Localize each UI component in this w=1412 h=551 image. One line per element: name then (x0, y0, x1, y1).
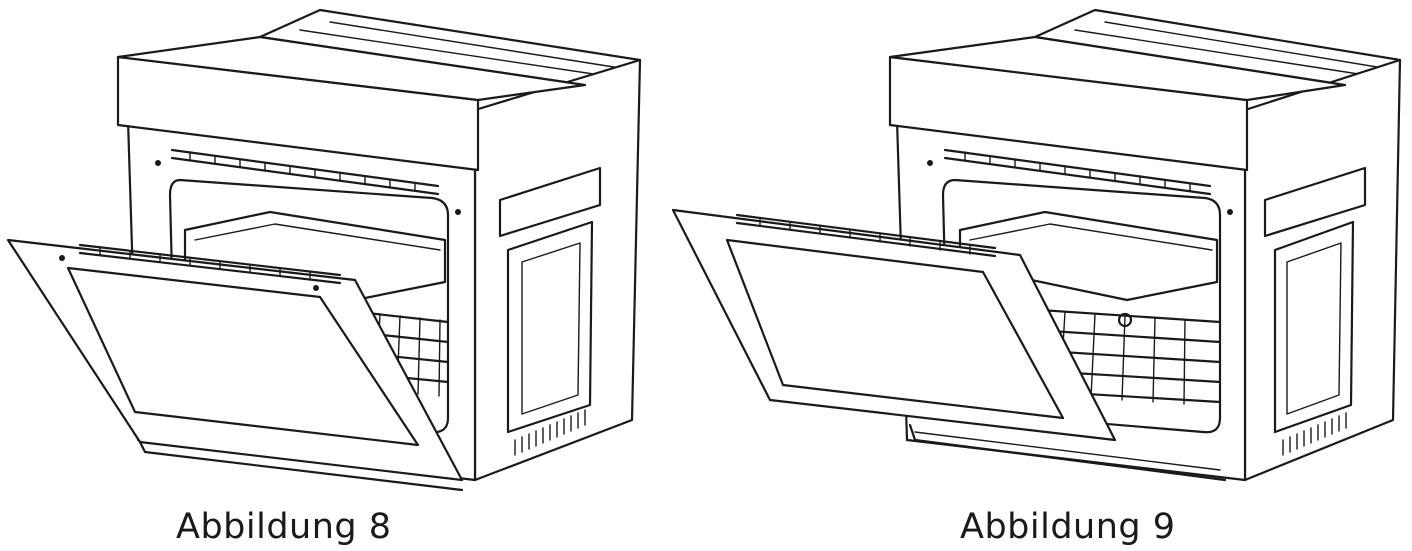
figure-caption: Abbildung 9 (960, 507, 1176, 547)
oven-drawing-door-removal (671, 8, 1402, 482)
front-vent (943, 148, 1212, 196)
figure-9: Abbildung 9 (665, 0, 1412, 551)
door-vent (735, 213, 997, 258)
bottom-rail (908, 423, 1227, 482)
side-vent (1282, 412, 1347, 456)
oven-drawing-door-open (6, 8, 642, 492)
figure-caption: Abbildung 8 (176, 507, 392, 547)
side-window (506, 220, 594, 434)
door-glass (66, 266, 420, 447)
oven-side-panel (473, 58, 642, 482)
oven-side-panel (1243, 58, 1402, 482)
front-vent (170, 148, 440, 196)
side-vent (514, 409, 586, 456)
oven-door (671, 208, 1117, 442)
figure-8: Abbildung 8 (6, 8, 642, 547)
door-vent (78, 243, 342, 285)
door-glass (725, 238, 1065, 420)
oven-door (6, 238, 464, 482)
side-window (1273, 220, 1355, 434)
